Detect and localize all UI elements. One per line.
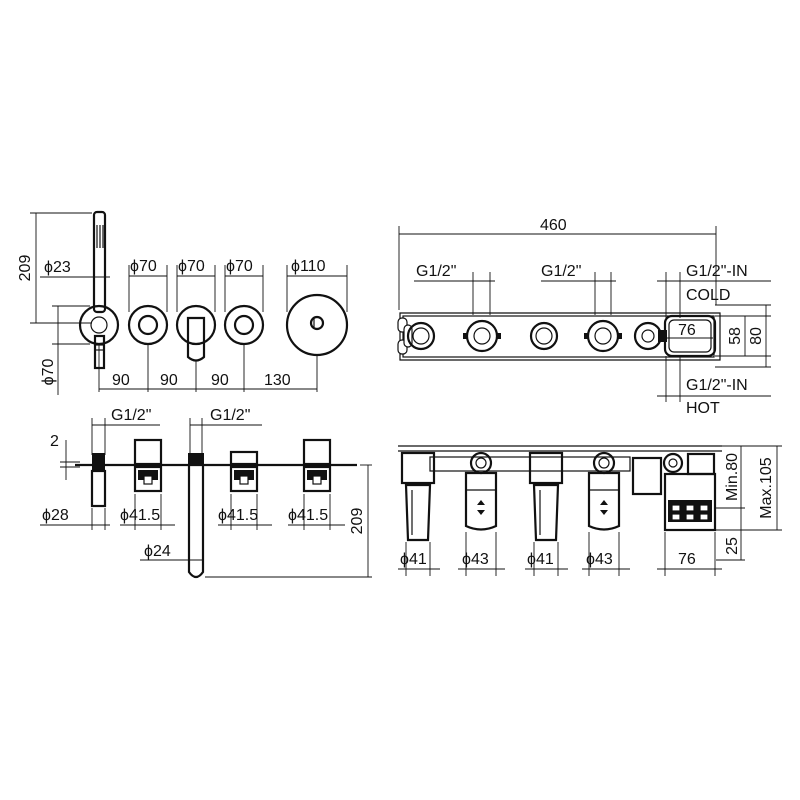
max105-label: Max.105 (758, 457, 775, 518)
body-side-dia41-a-label: ϕ41 (400, 551, 427, 568)
side-view: G1/2" G1/2" 2 ϕ28 ϕ41.5 (40, 407, 372, 579)
body-side-width76-label: 76 (678, 551, 696, 568)
side-body-valve-2 (464, 451, 498, 531)
body-width-label: 460 (540, 217, 567, 234)
spacing2-label: 90 (160, 372, 178, 389)
side-holder (90, 453, 107, 508)
side-plate (302, 438, 332, 493)
side-dia41-5-b-label: ϕ41.5 (218, 507, 258, 524)
thermostat-plate (285, 293, 349, 357)
handshower (78, 210, 120, 370)
knob3-dia-label: ϕ70 (226, 258, 253, 275)
front-height-label: 209 (17, 255, 34, 282)
inlet-width-label: 76 (678, 322, 696, 339)
body-side-dia41-b-label: ϕ41 (527, 551, 554, 568)
side-dia28-label: ϕ28 (42, 507, 69, 524)
body-valve-1 (406, 321, 436, 351)
knob-3 (223, 304, 265, 346)
plate-dia-label: ϕ110 (291, 258, 326, 275)
side-thermostat-body (631, 452, 717, 532)
body-front-view: 460 G1/2" G1/2" G1/2"-IN COLD (397, 217, 771, 417)
side-thread2-label: G1/2" (210, 407, 250, 424)
spacing3-label: 90 (211, 372, 229, 389)
body-side-view: ϕ41 ϕ43 ϕ41 ϕ43 76 Min.80 Max.105 25 (398, 445, 782, 576)
side-thread1-label: G1/2" (111, 407, 151, 424)
side-dia41-5-c-label: ϕ41.5 (288, 507, 328, 524)
side-dia24-label: ϕ24 (144, 543, 171, 560)
handshower-dia-label: ϕ23 (44, 259, 71, 276)
side-body-valve-1 (400, 451, 436, 542)
side-dia41-5-a-label: ϕ41.5 (120, 507, 160, 524)
side-spout (187, 453, 205, 579)
side-gap-label: 2 (50, 433, 59, 450)
spout-length-label: 209 (349, 508, 366, 535)
inlet-cold-label: G1/2"-IN (686, 263, 748, 280)
dim58-label: 58 (727, 327, 744, 345)
body-thread1-label: G1/2" (416, 263, 456, 280)
side-knob-3 (229, 450, 259, 493)
handshower-plate-dia-label: ϕ70 (40, 359, 57, 386)
body-valve-3 (529, 321, 559, 351)
spacing4-label: 130 (264, 372, 291, 389)
cold-label: COLD (686, 287, 730, 304)
body-valve-2 (463, 319, 501, 353)
inlet-block (633, 314, 717, 358)
side-knob-1 (133, 438, 163, 493)
body-side-dia43-b-label: ϕ43 (586, 551, 613, 568)
side-body-valve-3 (528, 451, 564, 542)
body-valve-4 (584, 319, 622, 353)
body-thread2-label: G1/2" (541, 263, 581, 280)
hot-label: HOT (686, 400, 720, 417)
dim80-label: 80 (748, 327, 765, 345)
min80-label: Min.80 (724, 453, 741, 501)
knob2-dia-label: ϕ70 (178, 258, 205, 275)
knob1-dia-label: ϕ70 (130, 258, 157, 275)
front-view: 209 ϕ23 ϕ70 (17, 210, 349, 395)
knob-1 (127, 304, 169, 346)
lever-mixer (175, 304, 217, 362)
inlet-hot-label: G1/2"-IN (686, 377, 748, 394)
spacing1-label: 90 (112, 372, 130, 389)
side-body-valve-4 (587, 451, 621, 531)
body-side-dia43-a-label: ϕ43 (462, 551, 489, 568)
dim25-label: 25 (724, 537, 741, 555)
